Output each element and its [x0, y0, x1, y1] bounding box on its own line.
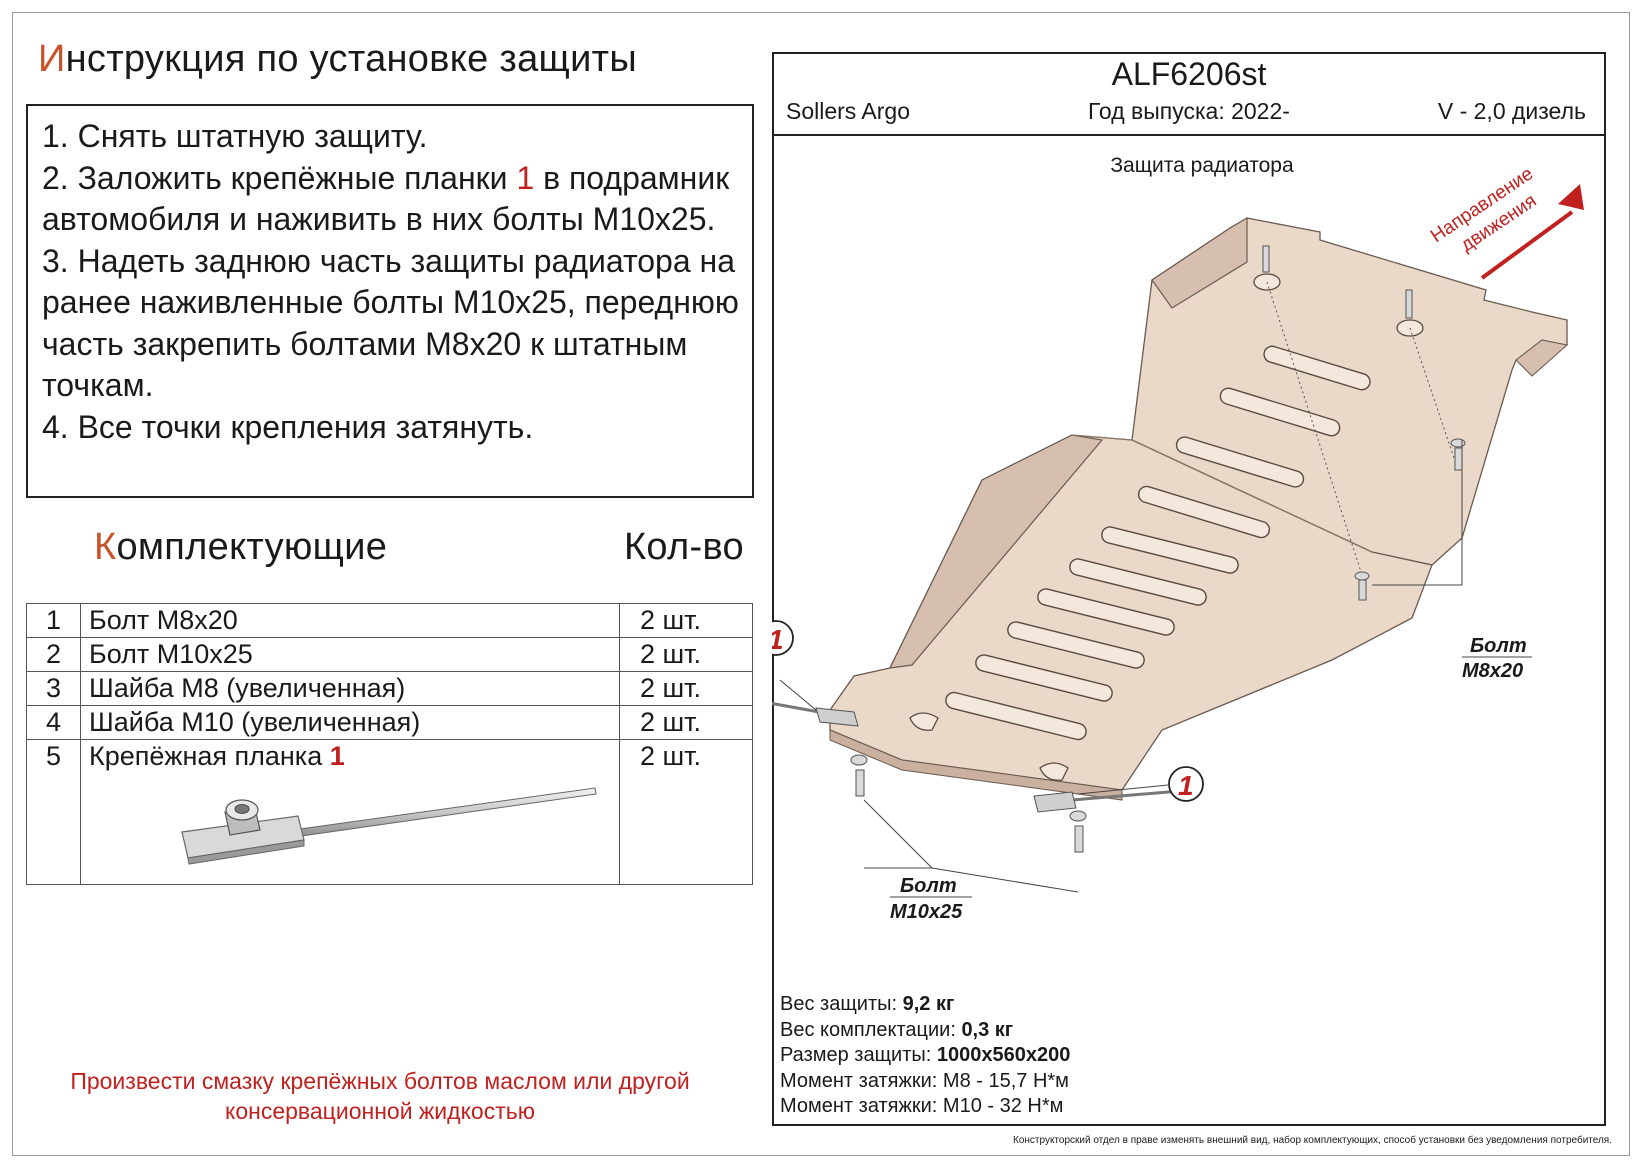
- part-qty: 2 шт.: [619, 603, 753, 638]
- part-name: Крепёжная планка: [89, 741, 330, 771]
- part-name: Болт М10х25: [80, 637, 620, 672]
- spec-label: Вес защиты:: [780, 993, 903, 1015]
- instructions-title-initial: И: [38, 38, 66, 80]
- part-number: 2: [26, 637, 81, 672]
- parts-title-initial: К: [94, 526, 117, 568]
- drawing-frame: ALF6206st Sollers Argo Год выпуска: 2022…: [772, 52, 1606, 1126]
- spec-weight: Вес защиты: 9,2 кг: [780, 992, 1070, 1018]
- article-code: ALF6206st: [1111, 56, 1267, 92]
- washer-icon: [1354, 571, 1370, 581]
- table-row: 5 Крепёжная планка 1 2 шт.: [26, 739, 753, 885]
- dotted-guides: [1266, 281, 1455, 576]
- part-number: 3: [26, 671, 81, 706]
- spec-value: М10 - 32 Н*м: [942, 1095, 1064, 1118]
- part-qty: 2 шт.: [619, 739, 753, 885]
- parts-title-rest: омплектующие: [116, 526, 388, 568]
- spec-label: Момент затяжки:: [780, 1095, 943, 1118]
- drawing-subtitle: Защита радиатора: [1110, 154, 1294, 177]
- spec-size: Размер защиты: 1000х560х200: [780, 1043, 1070, 1069]
- bolt-icon: [1454, 447, 1463, 471]
- spec-label: Момент затяжки:: [780, 1069, 943, 1092]
- document-sheet: [12, 12, 1630, 1156]
- mounting-plank-left: [772, 701, 859, 727]
- table-row: 2 Болт М10х25 2 шт.: [26, 637, 753, 672]
- bolt-icon: [1358, 579, 1367, 601]
- guard-plate: [829, 216, 1569, 801]
- step-4: 4. Все точки крепления затянуть.: [42, 407, 740, 449]
- step-2-part-ref: 1: [516, 159, 535, 196]
- step-2-text: 2. Заложить крепёжные планки: [42, 159, 517, 196]
- part-qty: 2 шт.: [619, 637, 753, 672]
- parts-title: Комплектующие: [94, 526, 387, 569]
- qty-header: Кол-во: [624, 526, 744, 568]
- engine-spec: V - 2,0 дизель: [1437, 98, 1586, 124]
- spec-value: 0,3 кг: [961, 1018, 1014, 1041]
- part-name: Шайба М10 (увеличенная): [80, 705, 620, 740]
- mounting-plank-illustration: [181, 787, 597, 865]
- bolt-m10-label-line2: М10х25: [890, 901, 963, 923]
- part-qty: 2 шт.: [619, 671, 753, 706]
- part-ref-number: 1: [329, 741, 345, 771]
- step-2: 2. Заложить крепёжные планки 1 в подрамн…: [42, 158, 740, 241]
- part-number: 1: [26, 603, 81, 638]
- bolt-m10-leader: [863, 799, 1079, 893]
- step-3: 3. Надеть заднюю часть защиты радиатора …: [42, 241, 740, 407]
- direction-arrowhead-icon: [1558, 184, 1584, 210]
- callout-right: 1: [1077, 766, 1204, 802]
- spec-value: 1000х560х200: [936, 1044, 1071, 1067]
- step-1: 1. Снять штатную защиту.: [42, 116, 740, 158]
- step-1-text: 1. Снять штатную защиту.: [42, 118, 428, 154]
- lubrication-note: Произвести смазку крепёжных болтов масло…: [70, 1068, 690, 1124]
- instructions-box: 1. Снять штатную защиту. 2. Заложить кре…: [26, 104, 754, 498]
- step-2-text-end: в подрамник автомобиля и наживить в них …: [42, 159, 730, 238]
- callout-number: 1: [772, 624, 784, 655]
- direction-indicator: Направление движения: [1427, 163, 1584, 280]
- table-row: 3 Шайба М8 (увеличенная) 2 шт.: [26, 671, 753, 706]
- part-number: 5: [26, 739, 81, 885]
- specifications: Вес защиты: 9,2 кг Вес комплектации: 0,3…: [780, 992, 1070, 1120]
- step-4-text: 4. Все точки крепления затянуть.: [42, 408, 534, 445]
- instructions-title: Инструкция по установке защиты: [38, 38, 637, 81]
- callout-left: 1: [772, 620, 817, 711]
- bolt-m8-label-line2: М8х20: [1462, 660, 1523, 682]
- part-name: Шайба М8 (увеличенная): [80, 671, 620, 706]
- disclaimer: Конструкторский отдел в праве изменять в…: [1013, 1135, 1612, 1146]
- bolt-icons: [850, 245, 1466, 853]
- bolt-m10-label-line1: Болт: [900, 875, 957, 897]
- washer-icon: [850, 754, 868, 766]
- spec-value: 9,2 кг: [902, 993, 955, 1015]
- spec-torque-m10: Момент затяжки: М10 - 32 Н*м: [780, 1094, 1070, 1120]
- part-number: 4: [26, 705, 81, 740]
- bolt-icon: [1074, 825, 1084, 853]
- bolt-m8-leader: [1372, 440, 1463, 586]
- instructions-title-rest: нструкция по установке защиты: [65, 38, 637, 80]
- bolt-m8-label-line1: Болт: [1470, 635, 1527, 657]
- spec-label: Вес комплектации:: [780, 1018, 962, 1041]
- header-divider: [774, 134, 1604, 136]
- parts-table: 1 Болт М8х20 2 шт. 2 Болт М10х25 2 шт. 3…: [26, 603, 753, 885]
- production-year: Год выпуска: 2022-: [1088, 98, 1290, 124]
- car-model: Sollers Argo: [786, 98, 911, 124]
- table-row: 1 Болт М8х20 2 шт.: [26, 603, 753, 638]
- step-3-text: 3. Надеть заднюю часть защиты радиатора …: [42, 242, 739, 404]
- spec-kit-weight: Вес комплектации: 0,3 кг: [780, 1018, 1070, 1044]
- direction-arrow-shaft: [1480, 210, 1574, 280]
- part-qty: 2 шт.: [619, 705, 753, 740]
- table-row: 4 Шайба М10 (увеличенная) 2 шт.: [26, 705, 753, 740]
- part-name: Болт М8х20: [80, 603, 620, 638]
- washer-icon: [1069, 810, 1087, 822]
- bolt-icon: [1405, 289, 1413, 319]
- bolt-icon: [855, 769, 865, 797]
- spec-label: Размер защиты:: [780, 1044, 937, 1067]
- vent-slots: [945, 345, 1371, 741]
- radiator-guard-drawing: Направление движения: [772, 163, 1584, 923]
- spec-value: М8 - 15,7 Н*м: [942, 1069, 1069, 1092]
- washer-icon: [1450, 438, 1466, 448]
- part-name-cell: Крепёжная планка 1: [80, 739, 620, 885]
- spec-torque-m8: Момент затяжки: М8 - 15,7 Н*м: [780, 1069, 1070, 1095]
- bolt-icon: [1262, 245, 1270, 273]
- callout-number: 1: [1178, 770, 1194, 801]
